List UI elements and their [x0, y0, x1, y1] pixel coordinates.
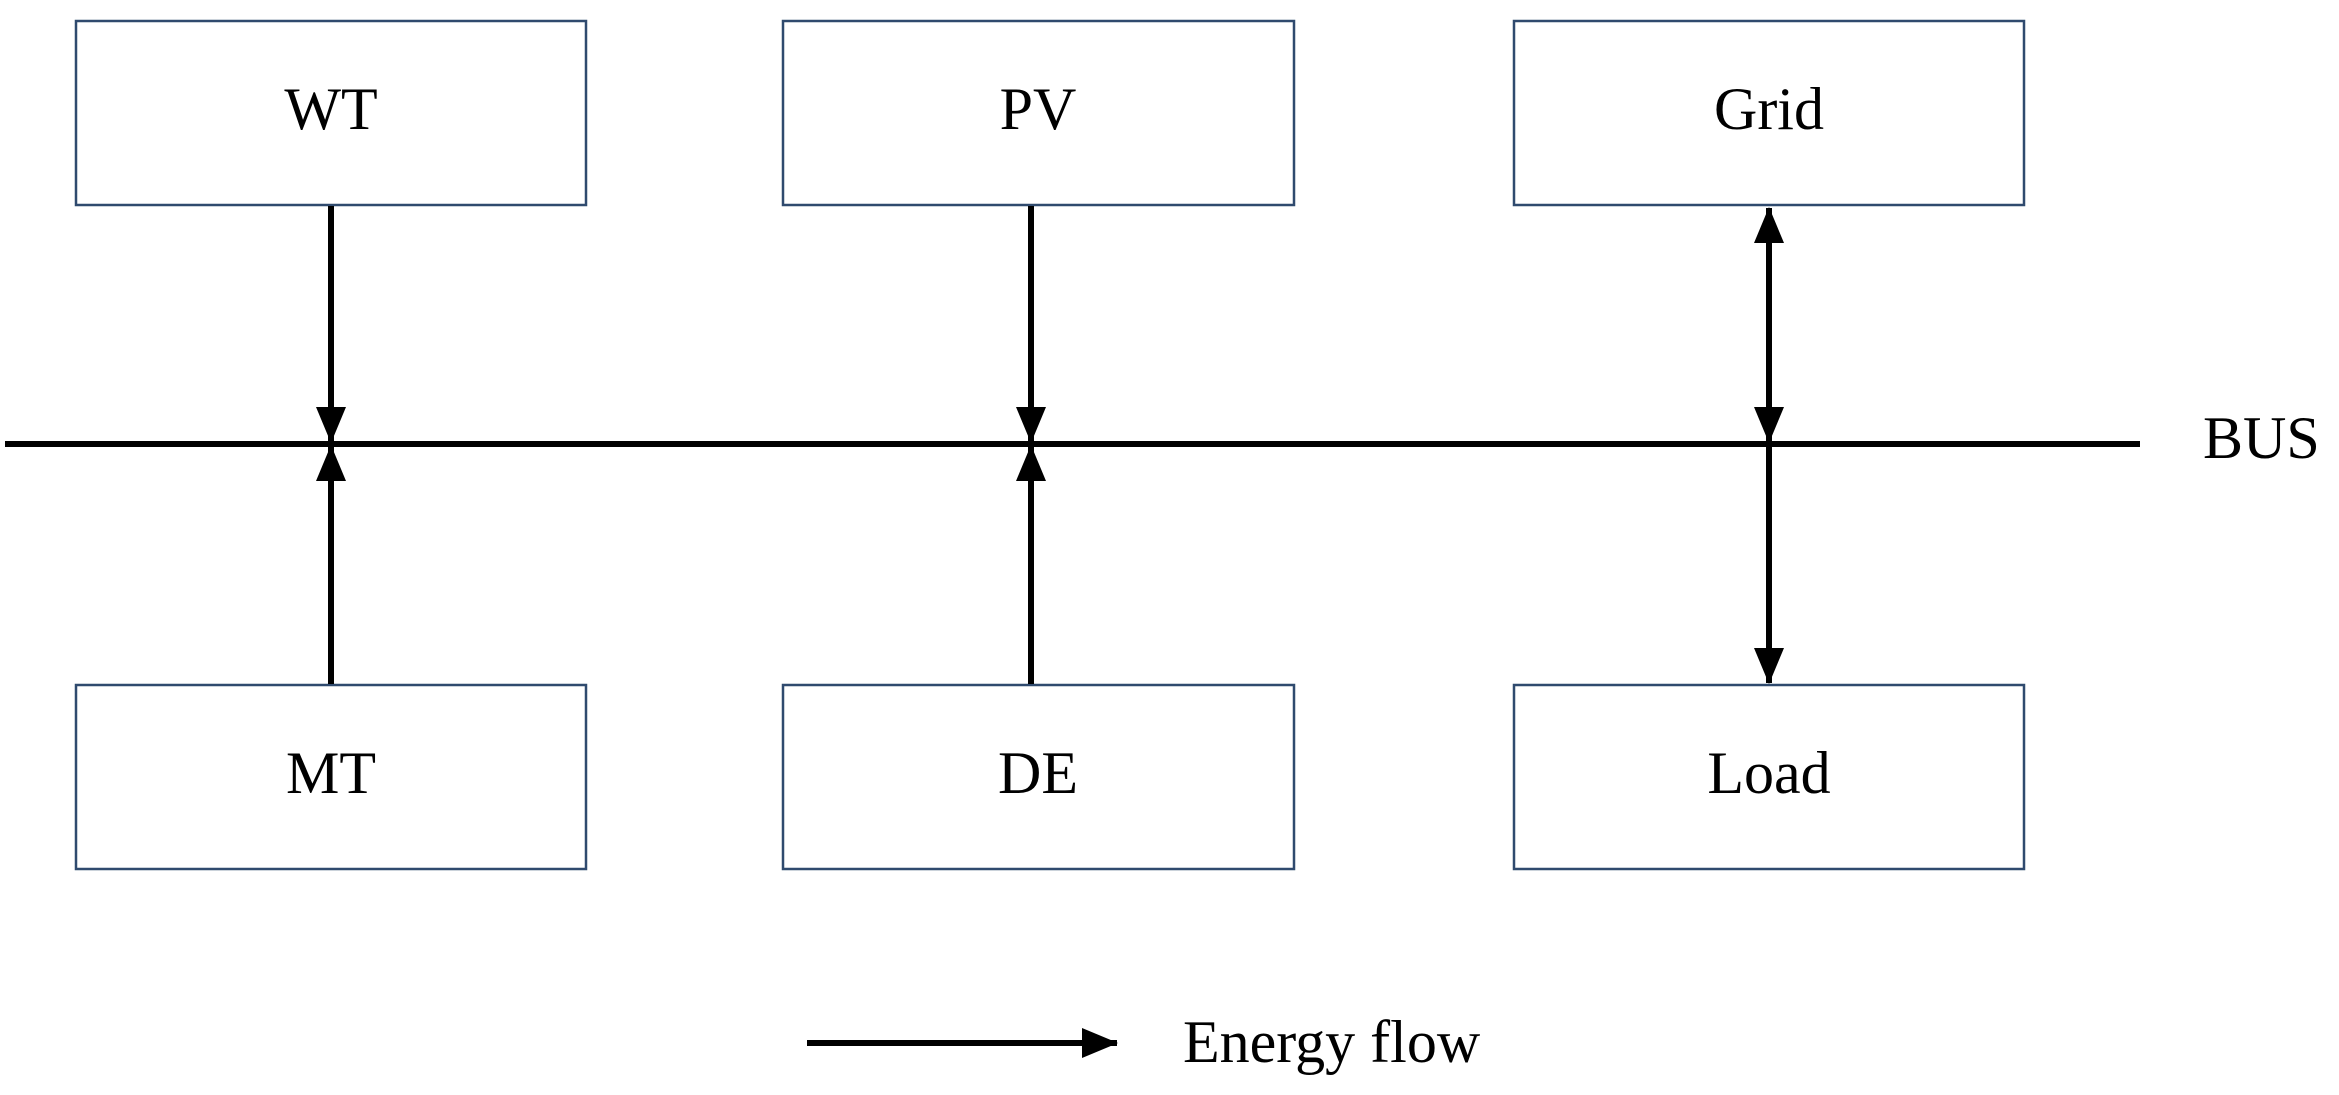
- box-load: Load: [1512, 683, 2026, 871]
- bus-label: BUS: [2203, 405, 2320, 471]
- box-pv-label: PV: [1000, 76, 1077, 142]
- box-grid-label: Grid: [1714, 76, 1824, 142]
- box-pv: PV: [781, 19, 1296, 207]
- box-de-label: DE: [998, 740, 1078, 806]
- box-de: DE: [781, 683, 1296, 871]
- box-mt: MT: [74, 683, 588, 871]
- box-mt-label: MT: [286, 740, 376, 806]
- box-wt-label: WT: [284, 76, 377, 142]
- box-grid: Grid: [1512, 19, 2026, 207]
- box-wt: WT: [74, 19, 588, 207]
- box-load-label: Load: [1707, 740, 1830, 806]
- legend-label: Energy flow: [1183, 1009, 1481, 1075]
- legend: Energy flow: [807, 1009, 1481, 1075]
